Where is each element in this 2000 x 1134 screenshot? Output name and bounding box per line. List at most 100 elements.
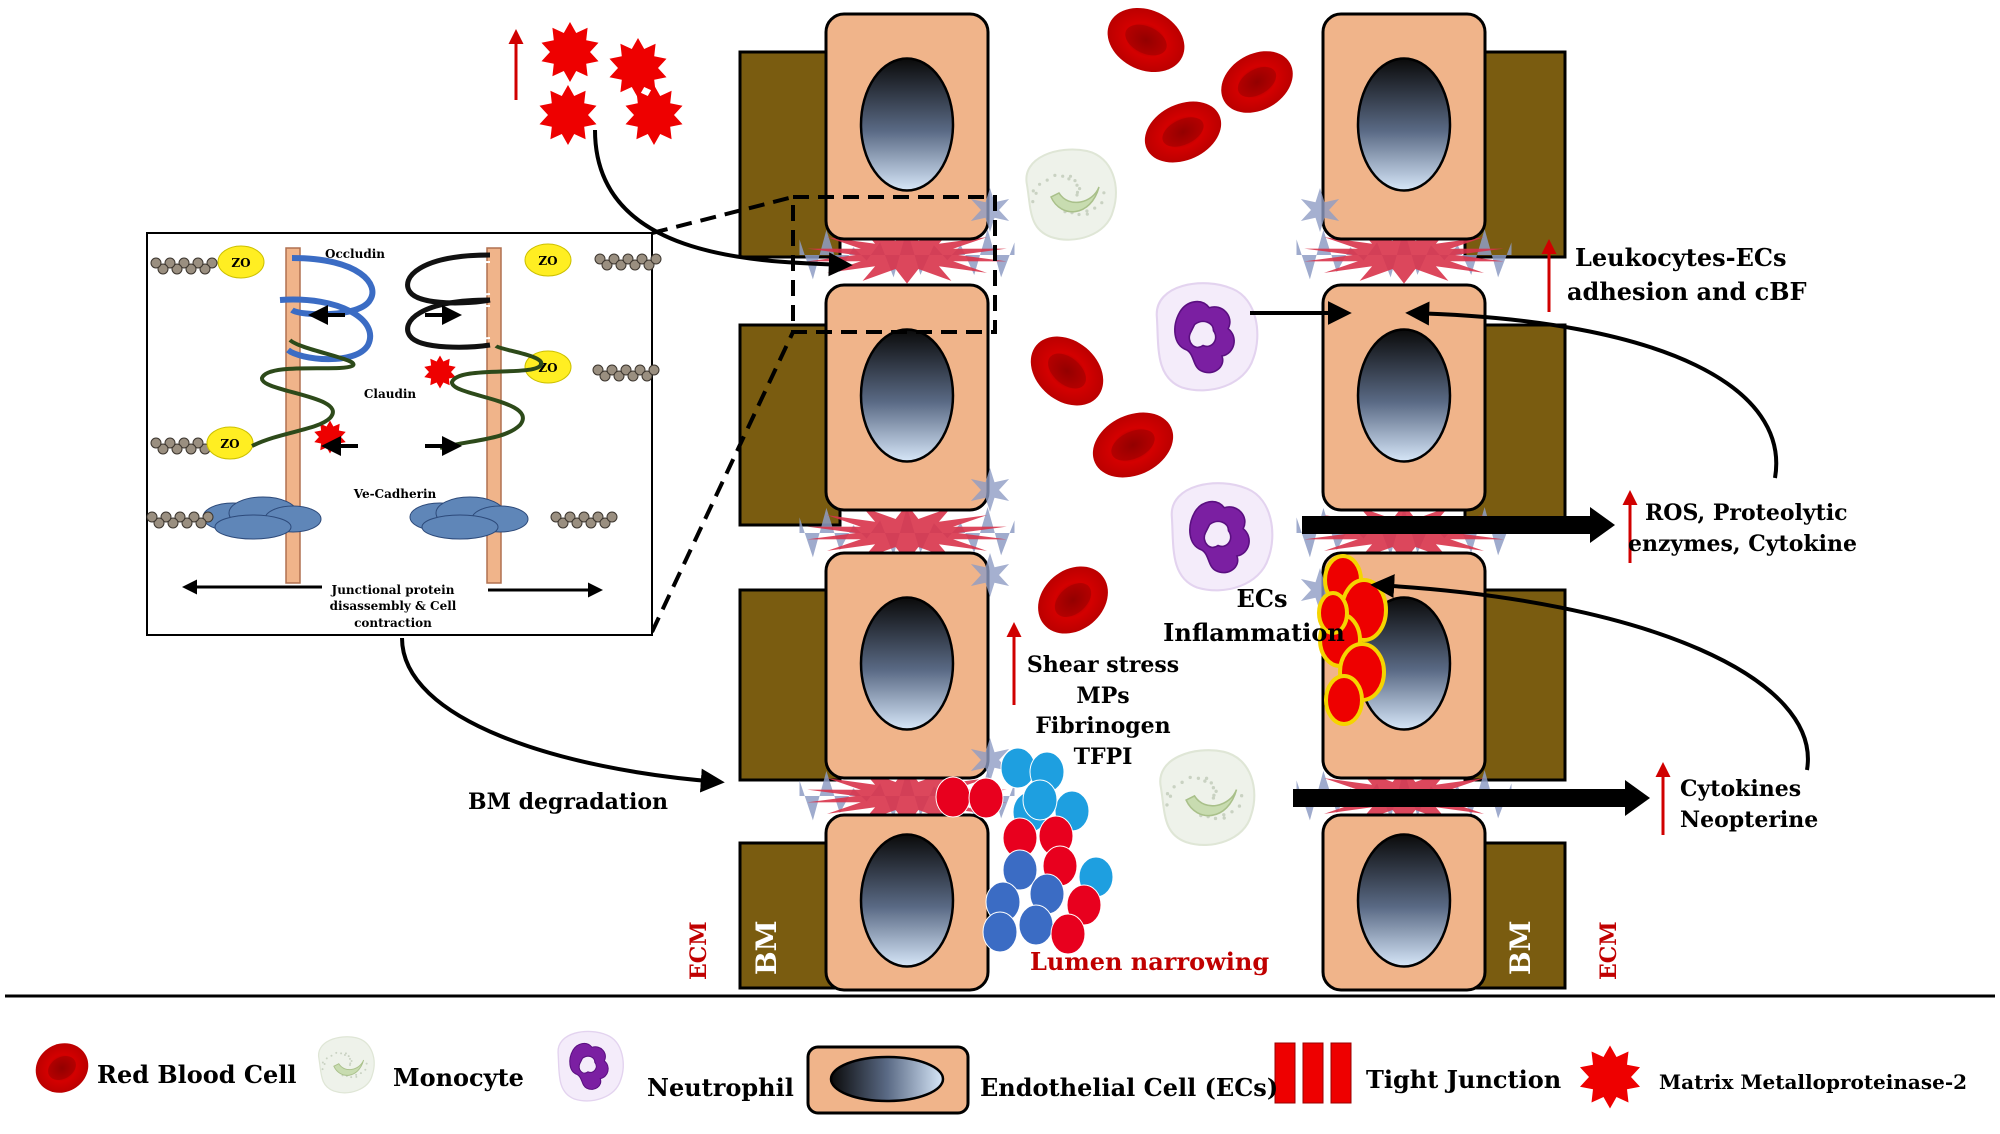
neutrophil-nucleus [1189,500,1250,574]
legend-rbc-label: Red Blood Cell [97,1060,297,1089]
endothelial-cell [824,12,990,241]
monocyte-granule [1204,776,1209,781]
inset-caption-line1: Junctional protein [331,583,455,597]
ec-nucleus [859,57,955,192]
junction-spikes [799,767,1015,825]
actin-bead [167,517,179,529]
junction-red-spikes [807,504,1007,562]
monocyte-granule [344,1052,347,1055]
rbc-center [1237,66,1277,98]
actin-bead [178,437,190,449]
monocyte-granule [365,1062,368,1065]
actin-bead [153,517,165,529]
actin-bead [171,263,183,275]
actin-bead [199,263,211,275]
monocyte-granule [323,1062,326,1065]
cytokine-feedback-arrow [1370,574,1810,771]
monocyte-granule [1203,779,1207,783]
cadherin-lobe [421,514,499,540]
claudin-left [251,338,356,448]
claudin-label: Claudin [364,387,417,401]
arrows-layer [400,29,1810,835]
red-blood-cell [1144,101,1222,163]
actin-bead [185,263,197,275]
actin-bead [181,517,193,529]
bm-left-label: BM [750,920,783,975]
bm-block-left [738,50,842,259]
bm-degradation-label: BM degradation [468,789,668,815]
actin-bead [571,517,583,529]
neutrophil [1155,282,1259,392]
monocyte-granule [321,1068,324,1071]
monocyte-granule [340,1052,343,1055]
ve-cadherin-complex [202,496,322,540]
monocyte-granule [1085,209,1089,213]
actin-bead [188,511,200,523]
bm-block-left [738,588,842,782]
actin-bead [164,437,176,449]
monocyte-granule [1222,813,1226,817]
monocyte [1025,148,1117,241]
lumen-narrowing-label: Lumen narrowing [1030,947,1269,976]
monocyte-granule [1165,792,1170,796]
junction-spikes [799,226,1015,284]
inset-caption-line3: contraction [354,616,432,630]
mmp2-marker [539,85,597,145]
legend-tight-junction-bar [1302,1042,1324,1104]
actin-bead [171,443,183,455]
ve-cadherin-label: Ve-Cadherin [353,487,437,501]
actin-bead [157,443,169,455]
actin-bead [594,253,606,265]
leukocytes-ecs-label: Leukocytes-ECs [1575,243,1787,272]
rbc-center [1111,429,1155,461]
actin-bead [599,517,611,529]
monocyte-body [1159,749,1256,846]
actin-bead [174,511,186,523]
actin-bead [606,511,618,523]
actin-bead [650,253,662,265]
zo-protein [217,245,265,279]
legend: Red Blood Cell Monocyte Neutrophil Endot… [5,994,1995,1115]
monocyte-granule [1068,174,1073,178]
actin-bead [160,511,172,523]
legend-rbc-icon [35,1043,89,1093]
neutrophil-body [1155,282,1259,392]
ec-nucleus [1356,328,1452,463]
ros-feedback-arrow [1405,301,1779,479]
junction-red-spikes [807,767,1007,825]
actin-bead [192,437,204,449]
neopterine-label: Neopterine [1680,807,1818,833]
monocyte-granule [1031,189,1035,193]
inset-caption-line2: disassembly & Cell [330,599,457,613]
monocyte-granule [348,1064,351,1066]
mmp-to-junction-arrow [593,129,853,277]
red-blood-cell [1107,7,1185,73]
ve-cadherin-complex [409,496,529,540]
actin-bead [641,370,653,382]
monocyte-granule [1031,200,1035,204]
monocyte-granule [1053,173,1057,177]
monocyte-granule [1230,810,1234,814]
neutrophil-nucleus [569,1042,609,1090]
monocyte-granule [1168,794,1173,798]
actin-bead [195,517,207,529]
monocyte-granule [330,1054,333,1057]
monocyte-granule [1209,781,1213,785]
legend-neutrophil-label: Neutrophil [647,1073,794,1102]
ec-nucleus [859,328,955,463]
actin-bead [578,511,590,523]
shear-stress-label: Shear stress [1027,652,1179,678]
legend-tight-junction-bar [1330,1042,1352,1104]
monocyte-granule [1075,193,1079,197]
monocyte-granule [347,1055,350,1058]
monocyte-granule [359,1072,362,1075]
ec-nucleus [1356,833,1452,968]
actin-bead [634,364,646,376]
labels-layer: BM degradation Lumen narrowing ECM BM BM… [468,243,1857,980]
legend-shapes [35,1030,1640,1115]
junction-red-spikes [1304,226,1504,284]
inflammation-lobe [1324,674,1364,726]
cluster-cell [968,777,1004,819]
rbc-center [1048,353,1086,389]
